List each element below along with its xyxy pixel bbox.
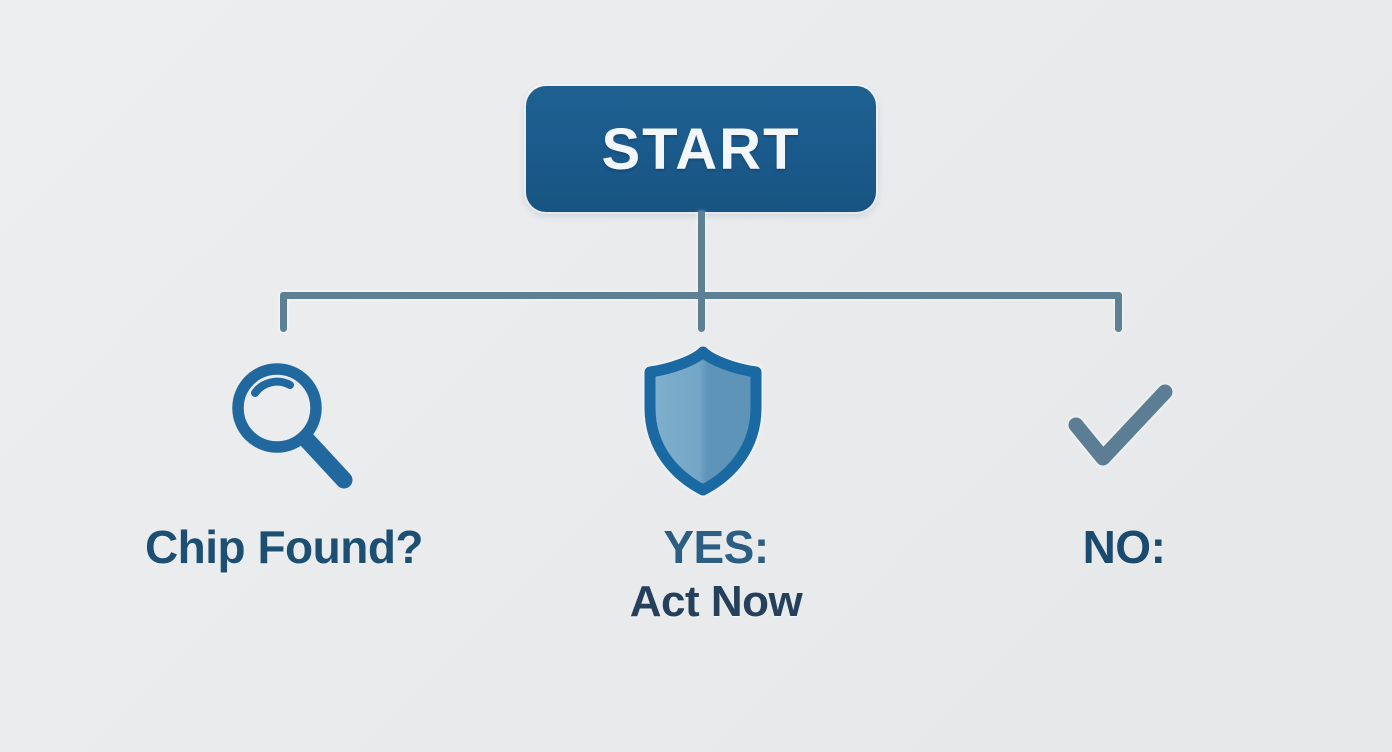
branch-left-label: Chip Found? [144,521,424,573]
connector-left-drop [280,292,287,332]
start-node-label: START [601,116,801,182]
checkmark-icon [1068,384,1173,466]
branch-center-sublabel: Act Now [629,577,803,626]
branch-right-label: NO: [1082,521,1166,573]
start-node: START [526,86,876,212]
connector-stem [698,212,705,332]
connector-horizontal [280,292,1122,299]
shield-icon [644,346,762,496]
magnifier-icon [232,363,353,489]
connector-right-drop [1115,292,1122,332]
branch-center-label: YES: [663,521,769,573]
